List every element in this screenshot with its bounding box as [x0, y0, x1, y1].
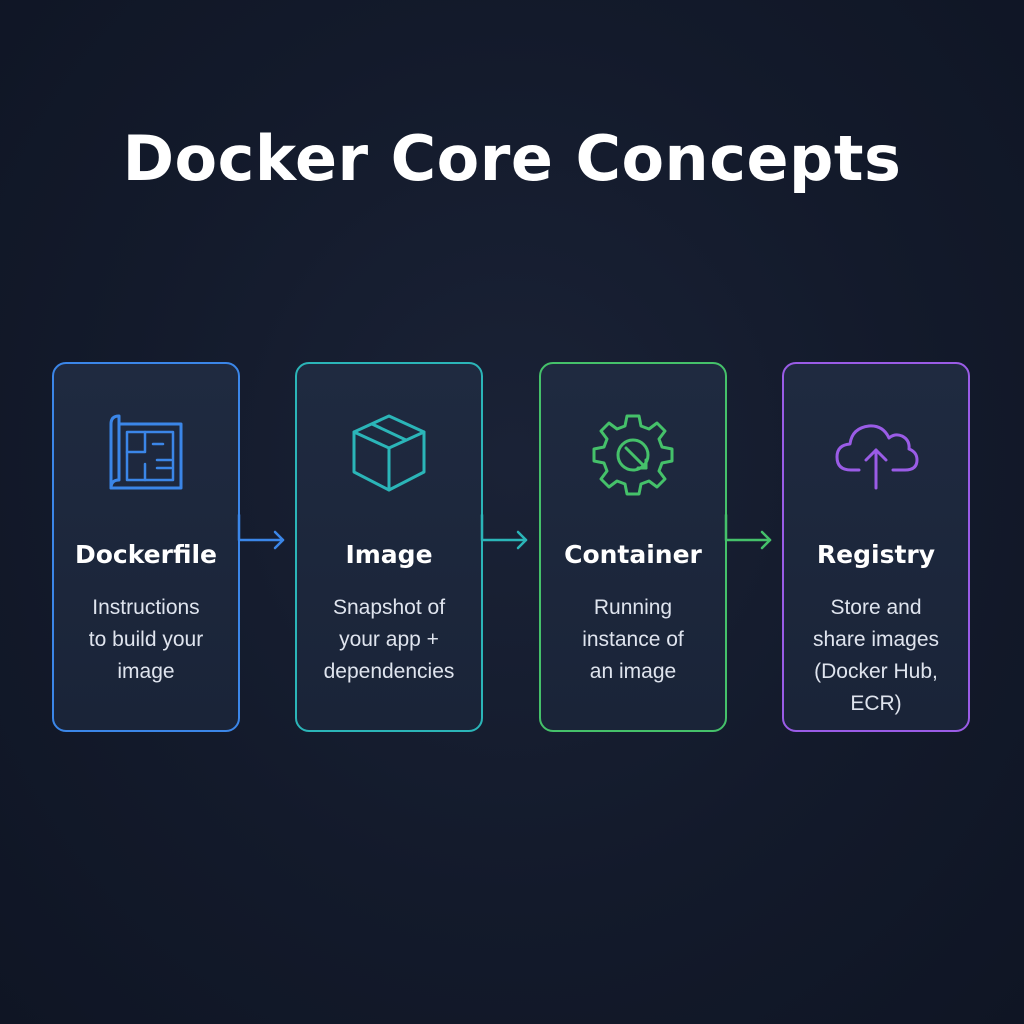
desc-line: share images — [812, 628, 940, 651]
desc-line: dependencies — [323, 660, 455, 683]
card-title: Image — [345, 540, 433, 569]
card-title: Registry — [816, 540, 936, 569]
arrow-connector-2 — [480, 513, 538, 555]
desc-line: to build your — [88, 628, 204, 651]
blueprint-icon — [101, 408, 191, 498]
card-description: Instructions to build your image — [62, 592, 230, 688]
card-description: Running instance of an image — [549, 592, 717, 688]
diagram-title: Docker Core Concepts — [122, 122, 902, 195]
desc-line: your app + — [339, 628, 439, 651]
desc-line: Snapshot of — [332, 596, 446, 619]
desc-line: image — [117, 660, 175, 683]
card-title: Dockerfile — [74, 540, 218, 569]
desc-line: (Docker Hub, — [814, 660, 938, 683]
card-description: Snapshot of your app + dependencies — [305, 592, 473, 688]
desc-line: an image — [589, 660, 677, 683]
gear-icon — [588, 408, 678, 498]
desc-line: instance of — [582, 628, 684, 651]
desc-line: Store and — [830, 596, 922, 619]
card-container: Container Running instance of an image — [539, 362, 727, 732]
card-title: Container — [564, 540, 702, 569]
card-description: Store and share images (Docker Hub, ECR) — [792, 592, 960, 720]
box-icon — [344, 408, 434, 498]
desc-line: ECR) — [850, 692, 902, 715]
card-image: Image Snapshot of your app + dependencie… — [295, 362, 483, 732]
arrow-connector-3 — [724, 513, 782, 555]
cloud-upload-icon — [831, 408, 921, 498]
desc-line: Running — [593, 596, 673, 619]
card-registry: Registry Store and share images (Docker … — [782, 362, 970, 732]
card-dockerfile: Dockerfile Instructions to build your im… — [52, 362, 240, 732]
arrow-connector-1 — [237, 513, 295, 555]
desc-line: Instructions — [92, 596, 200, 619]
